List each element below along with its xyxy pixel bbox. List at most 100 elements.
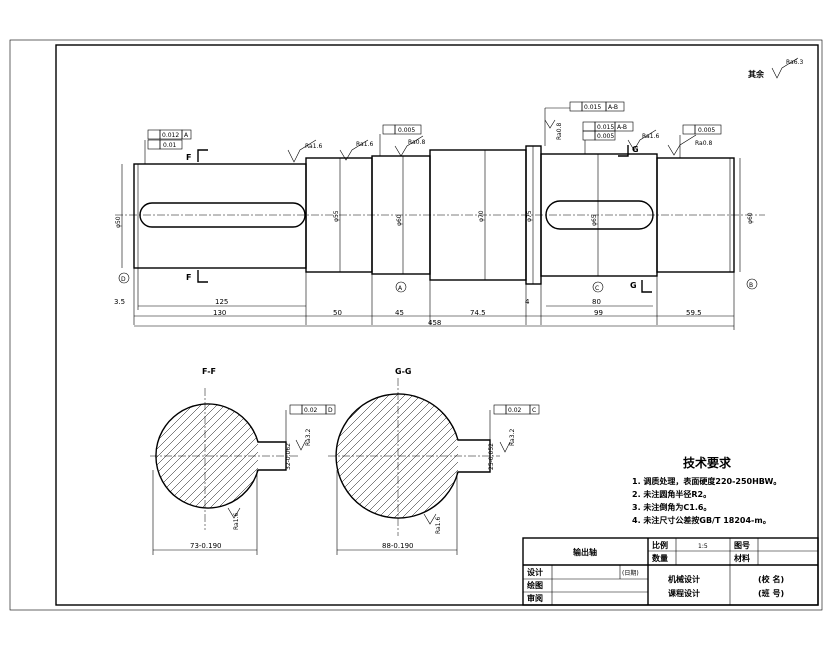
svg-text:4: 4	[525, 298, 530, 306]
hatch-line	[155, 403, 207, 509]
hatch-line	[221, 403, 258, 509]
svg-text:80: 80	[592, 298, 601, 306]
hatch-line	[336, 393, 403, 518]
datum-b: B	[749, 282, 753, 289]
hatch-line	[155, 403, 159, 509]
requirement-1: 1. 调质处理，表面硬度220-250HBW。	[632, 476, 781, 486]
svg-text:0.01: 0.01	[163, 142, 177, 149]
svg-text:25-0.052: 25-0.052	[488, 443, 495, 470]
dims-row2: 130 50 45 74.5 99 59.5	[134, 272, 735, 330]
gdt-gear: 0.015 A-B 0.005	[582, 121, 634, 154]
dia-d5: φ75	[526, 210, 533, 222]
outer-border	[9, 39, 823, 611]
svg-text:130: 130	[213, 309, 226, 317]
cut-f-top: F	[186, 153, 191, 162]
svg-text:材料: 材料	[734, 553, 750, 563]
hatch-line	[155, 403, 199, 509]
svg-text:审阅: 审阅	[527, 593, 543, 603]
svg-text:45: 45	[395, 309, 404, 317]
cut-g-top: G	[632, 145, 639, 154]
svg-text:(日期): (日期)	[622, 569, 639, 577]
requirements-title: 技术要求	[683, 455, 732, 470]
hatch-line	[405, 393, 458, 518]
svg-text:0.005: 0.005	[698, 127, 715, 134]
dims-total: 458	[134, 319, 734, 327]
svg-text:0.02: 0.02	[304, 407, 318, 414]
svg-text:数量: 数量	[652, 553, 668, 563]
hatch-line	[205, 403, 258, 509]
svg-text:Ra0.8: Ra0.8	[556, 123, 563, 140]
right-keyway	[545, 200, 654, 230]
part-name: 输出轴	[573, 547, 597, 557]
gdt-collar: 0.015 A-B	[544, 101, 625, 146]
hatch-line	[38, 400, 150, 512]
requirement-4: 4. 未注尺寸公差按GB/T 18204-m。	[632, 515, 771, 525]
roughness-marks: Ra1.6 Ra1.6 Ra0.8 Ra0.8 Ra1.6 Ra0.8	[287, 119, 712, 163]
dia-d2: φ55	[333, 210, 340, 222]
svg-text:A-B: A-B	[608, 104, 618, 111]
hatch-line	[397, 393, 458, 518]
technical-requirements: 技术要求 1. 调质处理，表面硬度220-250HBW。 2. 未注圆角半径R2…	[632, 455, 781, 525]
svg-text:课程设计: 课程设计	[668, 588, 700, 598]
svg-text:74.5: 74.5	[470, 309, 486, 317]
svg-text:(班 号): (班 号)	[758, 588, 784, 598]
svg-text:0.015: 0.015	[584, 104, 601, 111]
svg-text:Ra1.6: Ra1.6	[435, 517, 442, 534]
svg-text:50: 50	[333, 309, 342, 317]
svg-text:1:5: 1:5	[698, 543, 708, 550]
svg-text:3.5: 3.5	[114, 298, 125, 306]
svg-text:458: 458	[428, 319, 441, 327]
svg-text:机械设计: 机械设计	[668, 574, 700, 584]
requirement-3: 3. 未注倒角为C1.6。	[632, 502, 711, 512]
svg-text:0.012: 0.012	[162, 132, 179, 139]
svg-text:99: 99	[594, 309, 603, 317]
hatch-line	[336, 393, 387, 518]
dia-d4: φ70	[478, 210, 485, 222]
hatch-line	[213, 403, 258, 509]
svg-text:0.005: 0.005	[597, 133, 614, 140]
datum-c: C	[595, 285, 599, 292]
svg-text:A-B: A-B	[617, 124, 627, 131]
dia-d1: φ50	[115, 216, 122, 228]
svg-text:Ra0.8: Ra0.8	[408, 139, 425, 146]
svg-text:Ra1.6: Ra1.6	[233, 513, 240, 530]
hatch-line	[336, 393, 379, 518]
svg-text:Ra1.6: Ra1.6	[356, 141, 373, 148]
svg-text:Ra1.6: Ra1.6	[305, 143, 322, 150]
global-roughness-value: Ra6.3	[786, 59, 803, 66]
svg-text:Ra3.2: Ra3.2	[305, 429, 312, 446]
datum-a: A	[398, 285, 403, 292]
svg-text:0.02: 0.02	[508, 407, 522, 414]
svg-text:88-0.190: 88-0.190	[382, 542, 413, 550]
svg-text:G-G: G-G	[395, 367, 411, 376]
svg-text:59.5: 59.5	[686, 309, 702, 317]
gdt-right: 0.005	[679, 124, 722, 158]
dia-d6: φ65	[591, 214, 598, 226]
svg-text:设计: 设计	[527, 567, 543, 577]
svg-text:F-F: F-F	[202, 367, 216, 376]
title-block: 输出轴 比例 1:5 图号 数量 材料 设计 (日期) 绘图 审阅 机械设计 课…	[522, 537, 819, 606]
global-roughness-label: 其余	[748, 69, 765, 79]
svg-text:D: D	[328, 407, 333, 414]
section-f: F-F 32-0.062 0.02 D Ra3.2 Ra1.6 73-0.190	[38, 367, 336, 555]
svg-text:0.005: 0.005	[398, 127, 415, 134]
svg-text:图号: 图号	[734, 541, 750, 550]
svg-text:Ra1.6: Ra1.6	[642, 133, 659, 140]
svg-text:Ra0.8: Ra0.8	[695, 140, 712, 147]
requirement-2: 2. 未注圆角半径R2。	[632, 489, 711, 499]
shaft-main-view: φ50 φ55 φ60 φ70 φ75 φ65 φ60 D A C B F F …	[114, 101, 765, 330]
cut-f-bottom: F	[186, 273, 191, 282]
roughness-symbol	[771, 57, 799, 79]
hatch-line	[413, 393, 458, 518]
gdt-mid: 0.005	[379, 124, 422, 156]
gdt-left: 0.012 A 0.01	[144, 129, 192, 164]
svg-text:32-0.062: 32-0.062	[285, 443, 292, 470]
svg-text:125: 125	[215, 298, 228, 306]
dia-d3: φ60	[396, 214, 403, 226]
svg-text:0.015: 0.015	[597, 124, 614, 131]
svg-text:73-0.190: 73-0.190	[190, 542, 221, 550]
dims-row1: 3.5 125 4 80	[114, 268, 653, 325]
svg-text:Ra3.2: Ra3.2	[509, 429, 516, 446]
cut-g-bottom: G	[630, 281, 637, 290]
